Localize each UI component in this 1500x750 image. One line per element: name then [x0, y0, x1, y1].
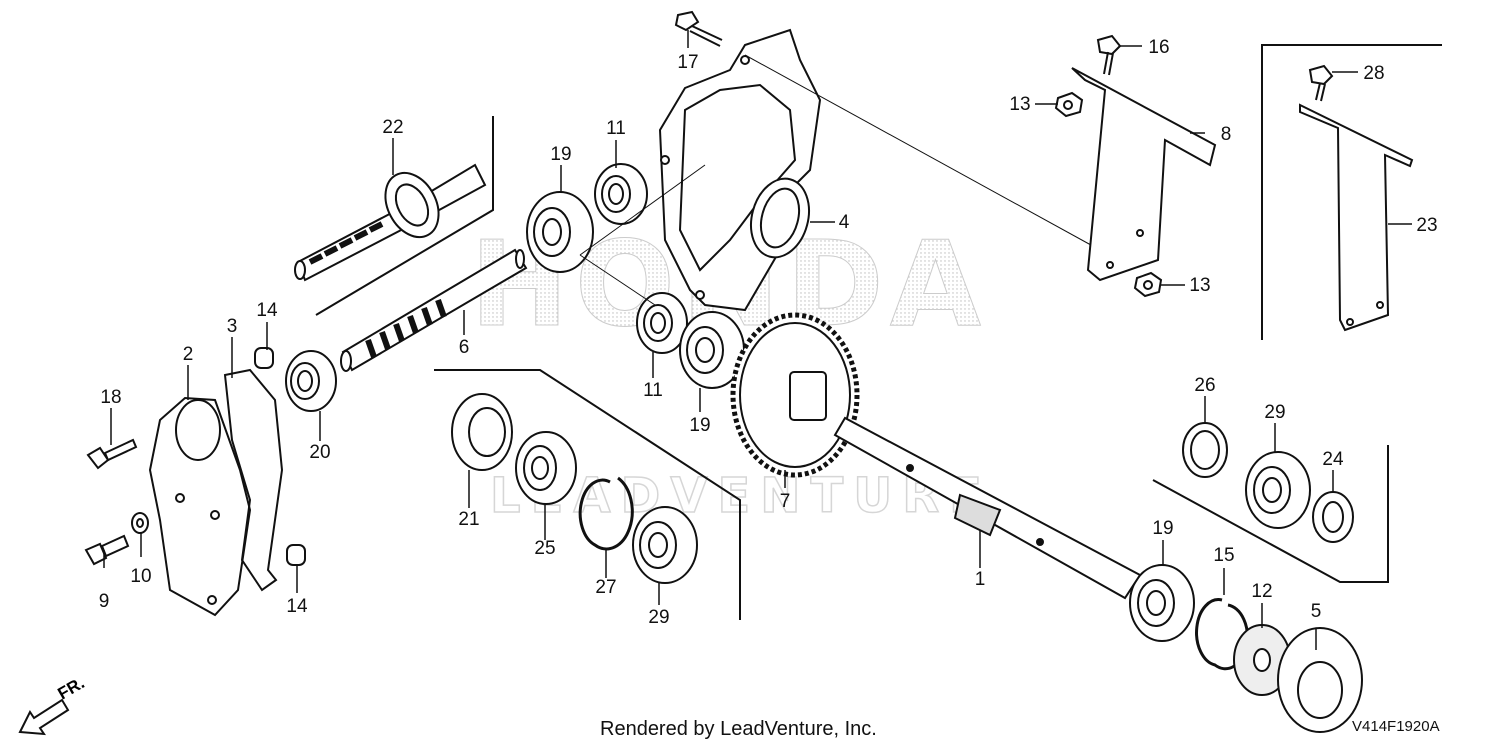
- part-27-circlip: [578, 476, 634, 551]
- part-9-bolt: [84, 534, 130, 566]
- part-3-gasket: [223, 368, 284, 592]
- part-11-bearing-lower: [636, 292, 688, 354]
- callout-19-lower[interactable]: 19: [1152, 518, 1173, 539]
- part-14-pin-upper: [254, 347, 274, 369]
- callout-9[interactable]: 9: [99, 591, 110, 612]
- callout-29-right[interactable]: 29: [1264, 402, 1285, 423]
- part-14-pin-lower: [286, 544, 306, 566]
- part-19-bearing-middle: [679, 311, 745, 389]
- callout-7[interactable]: 7: [780, 491, 791, 512]
- part-23-bracket: [1299, 103, 1414, 332]
- callout-19-middle[interactable]: 19: [689, 415, 710, 436]
- part-20-bearing: [285, 350, 337, 412]
- callout-13-lower[interactable]: 13: [1189, 275, 1210, 296]
- part-24-seal: [1312, 491, 1354, 543]
- part-8-bracket: [1071, 67, 1217, 282]
- bearings: [285, 163, 1311, 642]
- part-13-nut-upper: [1054, 91, 1084, 118]
- callout-1[interactable]: 1: [975, 569, 986, 590]
- callout-29-left[interactable]: 29: [648, 607, 669, 628]
- callout-27[interactable]: 27: [595, 577, 616, 598]
- callout-5[interactable]: 5: [1311, 601, 1322, 622]
- part-29-bearing-right: [1245, 451, 1311, 529]
- assembly-lines: [579, 54, 1101, 306]
- fr-direction-arrow: FR.: [18, 673, 88, 736]
- part-15-circlip: [1195, 598, 1249, 671]
- callout-23[interactable]: 23: [1416, 215, 1437, 236]
- part-25-bearing: [515, 431, 577, 505]
- callout-18[interactable]: 18: [100, 387, 121, 408]
- callout-11-upper[interactable]: 11: [606, 118, 626, 139]
- fr-label: FR.: [55, 673, 88, 703]
- part-19-bearing-upper: [526, 191, 594, 273]
- part-22-shaft: [294, 163, 487, 282]
- part-6-worm-shaft: [340, 248, 528, 372]
- credit-text: Rendered by LeadVenture, Inc.: [600, 718, 877, 740]
- part-1-shaft: [833, 416, 1142, 600]
- part-28-bolt: [1308, 64, 1334, 102]
- callout-16[interactable]: 16: [1148, 37, 1169, 58]
- part-10-washer: [131, 512, 149, 534]
- callout-21[interactable]: 21: [458, 509, 479, 530]
- callout-25[interactable]: 25: [534, 538, 555, 559]
- part-13-nut-lower: [1133, 271, 1163, 298]
- callout-12[interactable]: 12: [1251, 581, 1272, 602]
- callout-17[interactable]: 17: [677, 52, 698, 73]
- callout-13-upper[interactable]: 13: [1009, 94, 1030, 115]
- part-5-cover: [1277, 627, 1363, 733]
- callout-19-upper[interactable]: 19: [550, 144, 571, 165]
- callout-8[interactable]: 8: [1221, 124, 1232, 145]
- part-21-retainer: [451, 393, 513, 471]
- callout-11-lower[interactable]: 11: [643, 380, 663, 401]
- part-17-bolt: [674, 10, 723, 47]
- callout-3[interactable]: 3: [227, 316, 238, 337]
- callouts: 1 2 3 4 5 6 7 8 9 10 11 11 12 13 13 14 1…: [99, 37, 1438, 628]
- part-7-gear: [730, 312, 860, 478]
- part-4-gear-case: [658, 28, 822, 312]
- callout-15[interactable]: 15: [1213, 545, 1234, 566]
- part-11-bearing-upper: [594, 163, 648, 225]
- callout-26[interactable]: 26: [1194, 375, 1215, 396]
- part-19-bearing-lower: [1129, 564, 1195, 642]
- part-16-bolt: [1096, 34, 1122, 76]
- group-boundary-lines: [315, 44, 1442, 620]
- part-18-bolt: [86, 438, 138, 470]
- callout-28[interactable]: 28: [1363, 63, 1384, 84]
- callout-2[interactable]: 2: [183, 344, 194, 365]
- callout-leaders: [103, 30, 1412, 650]
- diagram-code: V414F1920A: [1352, 718, 1440, 735]
- part-29-bearing-left: [632, 506, 698, 584]
- callout-10[interactable]: 10: [130, 566, 151, 587]
- callout-20[interactable]: 20: [309, 442, 330, 463]
- callout-22[interactable]: 22: [382, 117, 403, 138]
- callout-24[interactable]: 24: [1322, 449, 1344, 470]
- callout-4[interactable]: 4: [839, 212, 850, 233]
- callout-6[interactable]: 6: [459, 337, 470, 358]
- part-26-collar: [1182, 422, 1228, 478]
- callout-14-upper[interactable]: 14: [256, 300, 278, 321]
- part-2-cover: [148, 396, 252, 617]
- callout-14-lower[interactable]: 14: [286, 596, 308, 617]
